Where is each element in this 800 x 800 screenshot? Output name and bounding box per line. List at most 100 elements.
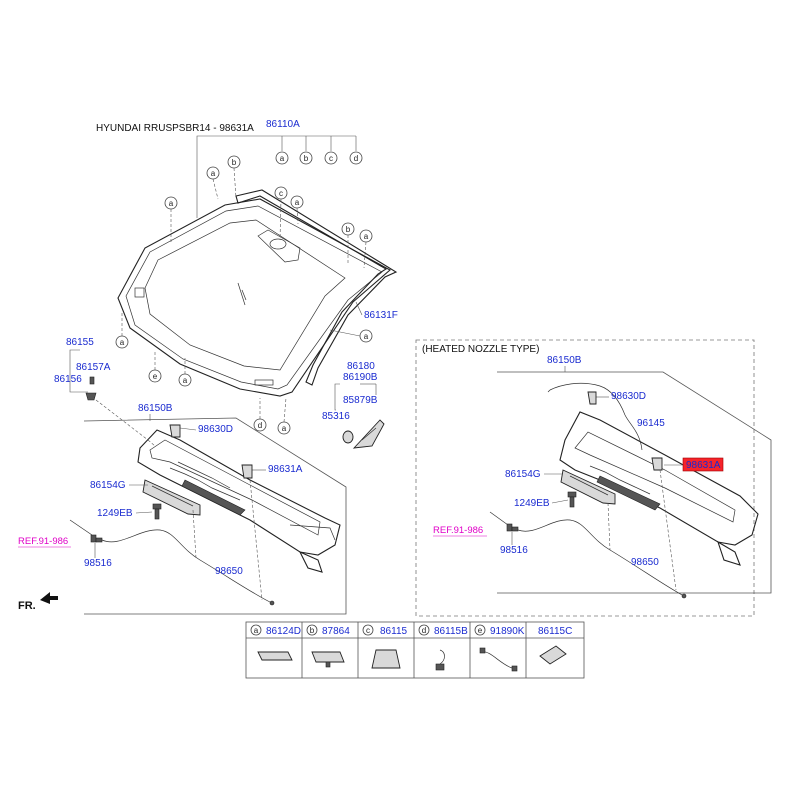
heated-cowl-box-outline bbox=[497, 371, 772, 594]
svg-text:d: d bbox=[422, 626, 426, 635]
svg-text:98631A: 98631A bbox=[686, 460, 721, 471]
legend-cell-e[interactable]: e 91890K bbox=[474, 624, 525, 672]
connector-98516-left[interactable] bbox=[90, 534, 103, 543]
clip-86157A[interactable] bbox=[89, 376, 95, 385]
svg-text:86115: 86115 bbox=[380, 626, 408, 637]
label-96145[interactable]: 96145 bbox=[637, 418, 665, 429]
label-86154G-left[interactable]: 86154G bbox=[90, 480, 126, 491]
label-86150B-left[interactable]: 86150B bbox=[138, 403, 173, 414]
callout-d-bottom[interactable]: d bbox=[253, 418, 267, 432]
label-98630D-left[interactable]: 98630D bbox=[198, 424, 233, 435]
callout-a-bottom[interactable]: a bbox=[178, 373, 192, 387]
label-86150B-right[interactable]: 86150B bbox=[547, 355, 582, 366]
heated-panel-title: (HEATED NOZZLE TYPE) bbox=[422, 344, 539, 355]
label-98516-left[interactable]: 98516 bbox=[84, 558, 112, 569]
nozzle-98631A-right[interactable] bbox=[651, 457, 663, 471]
legend-cell-c[interactable]: c 86115 bbox=[362, 624, 408, 669]
svg-text:b: b bbox=[310, 626, 315, 635]
label-98630D-right[interactable]: 98630D bbox=[611, 391, 646, 402]
label-98650-right[interactable]: 98650 bbox=[631, 557, 659, 568]
ref-91-986-left[interactable]: REF.91-986 bbox=[18, 536, 68, 547]
callout-a-top-right[interactable]: a bbox=[290, 195, 304, 209]
svg-text:FR.: FR. bbox=[18, 600, 36, 612]
label-86154G-right[interactable]: 86154G bbox=[505, 469, 541, 480]
legend-cell-a[interactable]: a 86124D bbox=[250, 624, 301, 661]
svg-text:86124D: 86124D bbox=[266, 626, 301, 637]
label-98631A-left[interactable]: 98631A bbox=[268, 464, 303, 475]
svg-text:a: a bbox=[254, 626, 259, 635]
label-98516-right[interactable]: 98516 bbox=[500, 545, 528, 556]
bracket-85879B[interactable] bbox=[352, 419, 385, 449]
nozzle-98630D-right[interactable] bbox=[587, 391, 597, 405]
front-direction-marker: FR. bbox=[18, 592, 58, 612]
svg-text:a: a bbox=[169, 199, 174, 208]
label-1249EB-right[interactable]: 1249EB bbox=[514, 498, 550, 509]
ref-91-986-right[interactable]: REF.91-986 bbox=[433, 525, 483, 536]
svg-text:d: d bbox=[354, 154, 358, 163]
cowl-top-cover-right[interactable] bbox=[559, 411, 759, 566]
legend-cell-d[interactable]: d 86115B bbox=[418, 624, 468, 671]
svg-text:e: e bbox=[153, 372, 158, 381]
bolt-1249EB-left[interactable] bbox=[152, 503, 162, 520]
label-85316[interactable]: 85316 bbox=[322, 411, 350, 422]
callout-a-right-mid[interactable]: a bbox=[359, 329, 373, 343]
svg-text:a: a bbox=[120, 338, 125, 347]
connector-98516-right[interactable] bbox=[506, 523, 519, 532]
sub-callout-a[interactable]: a bbox=[275, 151, 289, 165]
label-86190B[interactable]: 86190B bbox=[343, 372, 378, 383]
bracket-86154G-left[interactable] bbox=[142, 479, 201, 516]
bracket-86154G-right[interactable] bbox=[560, 469, 616, 505]
svg-text:b: b bbox=[346, 225, 351, 234]
callout-a-top[interactable]: a bbox=[206, 166, 220, 180]
sub-callout-d[interactable]: d bbox=[349, 151, 363, 165]
callout-c-sensor[interactable]: c bbox=[274, 186, 288, 200]
svg-text:a: a bbox=[295, 198, 300, 207]
windshield-moulding-86131F[interactable] bbox=[235, 189, 398, 386]
legend-table bbox=[245, 621, 585, 679]
label-98650-left[interactable]: 98650 bbox=[215, 566, 243, 577]
legend-cell-b[interactable]: b 87864 bbox=[306, 624, 350, 668]
label-86157A[interactable]: 86157A bbox=[76, 362, 111, 373]
callout-a-right[interactable]: a bbox=[359, 229, 373, 243]
hose-98650-right[interactable] bbox=[517, 519, 687, 599]
sub-callout-c[interactable]: c bbox=[324, 151, 338, 165]
callout-b-top[interactable]: b bbox=[227, 155, 241, 169]
svg-text:a: a bbox=[364, 232, 369, 241]
svg-text:e: e bbox=[478, 626, 483, 635]
label-86156[interactable]: 86156 bbox=[54, 374, 82, 385]
label-86110A[interactable]: 86110A bbox=[266, 119, 300, 130]
callout-a-bottom-right[interactable]: a bbox=[277, 421, 291, 435]
label-85879B[interactable]: 85879B bbox=[343, 395, 378, 406]
label-86155[interactable]: 86155 bbox=[66, 337, 94, 348]
callout-a-upper-left[interactable]: a bbox=[164, 196, 178, 210]
nozzle-98630D-left[interactable] bbox=[169, 424, 181, 438]
svg-text:a: a bbox=[183, 376, 188, 385]
label-98631A-highlighted[interactable]: 98631A bbox=[682, 457, 724, 472]
sub-callout-b[interactable]: b bbox=[299, 151, 313, 165]
hose-98650-left[interactable] bbox=[101, 529, 275, 606]
clip-86156[interactable] bbox=[85, 392, 97, 401]
bolt-1249EB-right[interactable] bbox=[567, 491, 577, 508]
wiring-harness-96145[interactable] bbox=[547, 382, 643, 451]
label-86131F[interactable]: 86131F bbox=[364, 310, 398, 321]
svg-text:c: c bbox=[279, 189, 283, 198]
nozzle-98631A-left[interactable] bbox=[241, 464, 253, 479]
svg-text:c: c bbox=[329, 154, 333, 163]
callout-b-right[interactable]: b bbox=[341, 222, 355, 236]
svg-text:91890K: 91890K bbox=[490, 626, 525, 637]
label-1249EB-left[interactable]: 1249EB bbox=[97, 508, 133, 519]
callout-a-left[interactable]: a bbox=[115, 335, 129, 349]
svg-text:a: a bbox=[280, 154, 285, 163]
legend-cell-86115C[interactable]: 86115C bbox=[538, 626, 572, 665]
sub-callout-bracket bbox=[196, 135, 357, 218]
label-86180[interactable]: 86180 bbox=[347, 361, 375, 372]
svg-text:a: a bbox=[211, 169, 216, 178]
svg-text:86115B: 86115B bbox=[434, 626, 468, 637]
svg-text:a: a bbox=[364, 332, 369, 341]
cowl-top-cover-left[interactable] bbox=[137, 429, 341, 573]
svg-text:b: b bbox=[304, 154, 309, 163]
svg-text:d: d bbox=[258, 421, 262, 430]
callout-e-bottom[interactable]: e bbox=[148, 369, 162, 383]
plug-85316[interactable] bbox=[342, 430, 354, 444]
